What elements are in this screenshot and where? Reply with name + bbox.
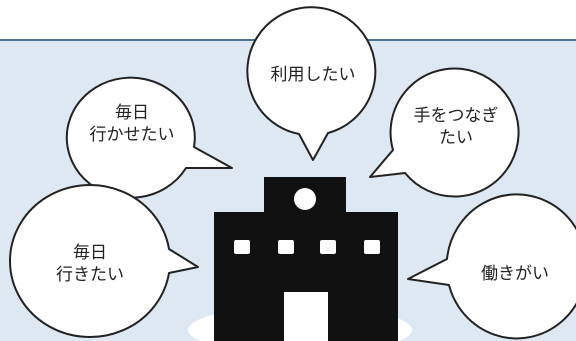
speech-bubble-upper-left: [65, 76, 233, 199]
bubble-text-upper-left: 毎日 行かせたい: [89, 103, 175, 145]
bubble-text-lower-left: 毎日 行きたい: [56, 243, 124, 285]
speech-bubble-upper-right: [369, 67, 520, 198]
speech-bubble-top-center: [246, 6, 377, 161]
speech-bubble-lower-left: [9, 184, 199, 338]
bubble-text-upper-right: 手をつなぎ たい: [413, 106, 499, 148]
building-windows: [234, 188, 380, 341]
bubble-text-lower-right: 働きがい: [481, 264, 549, 284]
speech-bubble-lower-right: [407, 193, 576, 340]
bubble-text-top-center: 利用したい: [270, 65, 356, 85]
